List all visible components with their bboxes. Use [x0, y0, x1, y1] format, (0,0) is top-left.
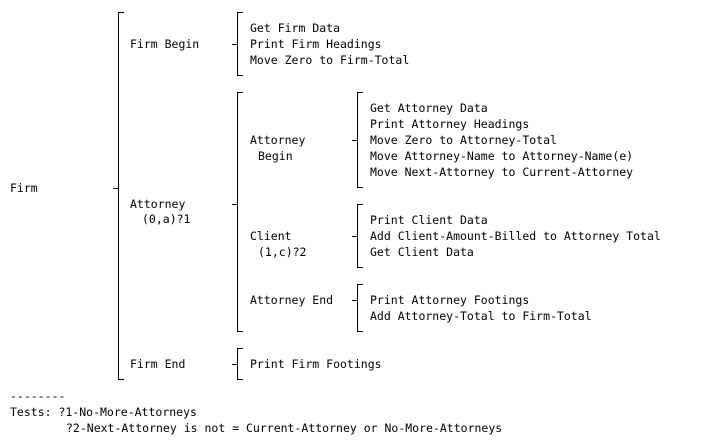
- footnote-separator: --------: [10, 389, 66, 403]
- firm-begin-label: Firm Begin: [130, 37, 200, 51]
- firm-end-bracket: [237, 348, 243, 380]
- client-repetition: (1,c)?2: [258, 245, 307, 259]
- client-label: Client: [250, 229, 292, 243]
- firm-begin-item: Get Firm Data: [250, 21, 341, 35]
- client-item: Get Client Data: [370, 245, 474, 259]
- attorney-end-item: Add Attorney-Total to Firm-Total: [370, 309, 592, 323]
- attorney-tick: [232, 204, 237, 205]
- attorney-begin-item: Move Next-Attorney to Current-Attorney: [370, 165, 634, 179]
- root-tick: [113, 188, 118, 189]
- attorney-begin-sublabel: Begin: [258, 149, 293, 163]
- attorney-repetition: (0,a)?1: [142, 212, 191, 226]
- firm-begin-tick: [232, 44, 237, 45]
- attorney-end-label: Attorney End: [250, 293, 334, 307]
- attorney-begin-label: Attorney: [250, 133, 306, 147]
- firm-begin-bracket: [237, 12, 243, 76]
- attorney-end-bracket: [357, 284, 363, 332]
- footnote-test-1: Tests: ?1-No-More-Attorneys: [10, 405, 197, 419]
- client-bracket: [357, 204, 363, 268]
- attorney-begin-item: Move Attorney-Name to Attorney-Name(e): [370, 149, 634, 163]
- footnote-test-2: ?2-Next-Attorney is not = Current-Attorn…: [66, 421, 503, 435]
- firm-end-item: Print Firm Footings: [250, 357, 382, 371]
- firm-bracket: [118, 12, 124, 380]
- client-item: Add Client-Amount-Billed to Attorney Tot…: [370, 229, 661, 243]
- attorney-end-tick: [352, 300, 357, 301]
- attorney-bracket: [237, 92, 243, 332]
- attorney-begin-item: Move Zero to Attorney-Total: [370, 133, 557, 147]
- attorney-begin-item: Get Attorney Data: [370, 101, 488, 115]
- client-tick: [352, 236, 357, 237]
- client-item: Print Client Data: [370, 213, 488, 227]
- attorney-begin-tick: [352, 140, 357, 141]
- attorney-label: Attorney: [130, 197, 186, 211]
- firm-begin-item: Move Zero to Firm-Total: [250, 53, 410, 67]
- firm-end-label: Firm End: [130, 357, 186, 371]
- attorney-end-item: Print Attorney Footings: [370, 293, 530, 307]
- attorney-begin-bracket: [357, 92, 363, 188]
- firm-end-tick: [232, 364, 237, 365]
- firm-begin-item: Print Firm Headings: [250, 37, 382, 51]
- root-label: Firm: [10, 181, 38, 195]
- attorney-begin-item: Print Attorney Headings: [370, 117, 530, 131]
